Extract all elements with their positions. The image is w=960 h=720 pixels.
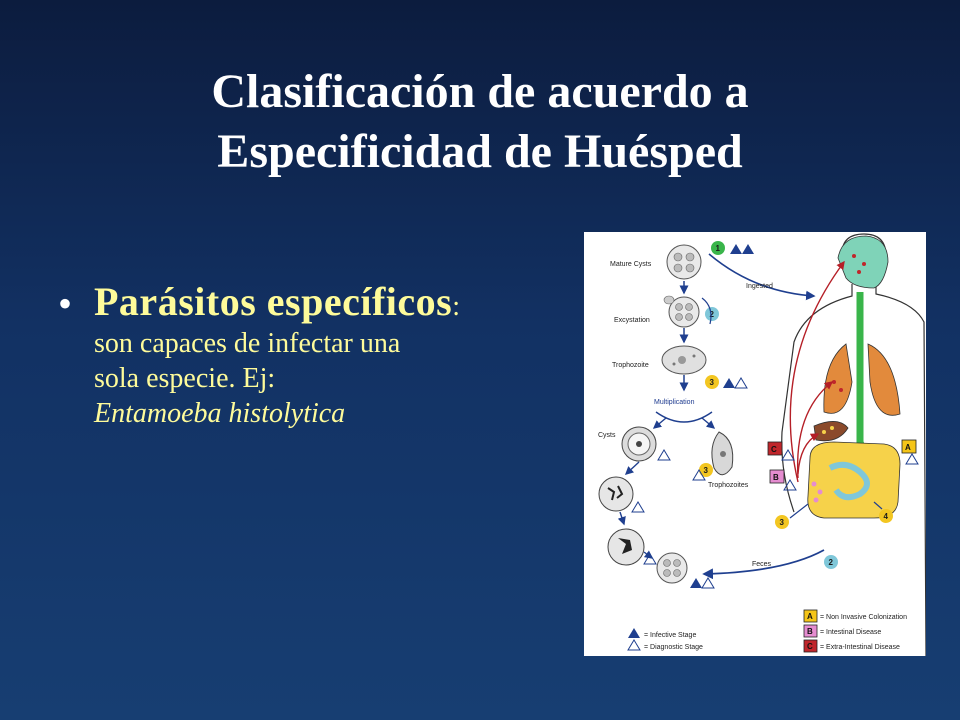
key-c-label: = Extra-Intestinal Disease [820,644,900,651]
to-liver-arrow [797,433,820,475]
bullet-text: Parásitos específicos: son capaces de in… [94,280,578,431]
bullet-body: son capaces de infectar una sola especie… [94,326,564,431]
cyst-quadrinucleate-icon [607,528,645,566]
bullet-dot-icon: • [58,281,73,326]
infective-stage-icon [723,378,735,388]
bullet-colon: : [452,291,460,322]
left-lung-icon [823,343,853,414]
step-3-badge-c: 3 [775,515,789,529]
infective-stage-icon [730,244,742,254]
ingested-arrow [708,253,816,301]
diagnostic-stage-icon [701,577,715,589]
arrow-to-mature-cyst-b [643,550,654,559]
label-trophozoites: Trophozoites [708,482,749,489]
label-excystation: Excystation [614,317,650,324]
svg-text:3: 3 [780,518,785,527]
arrow-to-quad-cyst [617,511,626,526]
step-2-badge-b: 2 [824,555,838,569]
diagnostic-stage-icon [742,244,754,254]
intestine-icon [807,441,901,519]
diagnostic-stage-icon [631,501,645,513]
legend-infective-label: = Infective Stage [644,632,696,639]
bullet-body-line-1: son capaces de infectar una [94,328,401,359]
step-3-badge-b: 3 [699,463,713,477]
bullet-block: • Parásitos específicos: son capaces de … [58,280,578,431]
slide-title: Clasificación de acuerdo a Especificidad… [0,62,960,182]
svg-text:2: 2 [710,310,715,319]
infective-stage-icon [690,578,702,588]
trophozoites-icon [711,431,734,476]
arrow-to-trophozoites [701,417,716,429]
small-intestine-icon [828,461,870,501]
to-lungs-arrow [796,381,834,479]
key-a-label: = Non Invasive Colonization [820,614,907,621]
cyst-binucleate-icon [598,476,634,512]
diagnostic-stage-icon [643,553,657,565]
cyst-icon [621,426,657,462]
pointer-line-3 [789,503,809,519]
title-line-1: Clasificación de acuerdo a [211,65,749,118]
feces-arrow [702,549,825,580]
label-ingested: Ingested [746,283,773,290]
label-multiplication: Multiplication [654,399,695,406]
diagnostic-stage-icon [905,453,919,465]
title-line-2: Especificidad de Huésped [217,125,743,178]
label-trophozoite: Trophozoite [612,362,649,369]
arrow-cyst-maturation [624,461,640,475]
diagnostic-stage-icon [781,449,795,461]
key-legend: A = Non Invasive Colonization B = Intest… [803,609,907,653]
key-c-marker: C [767,441,783,456]
multiplication-branch [655,411,713,423]
svg-text:C: C [807,642,813,651]
label-cysts: Cysts [598,432,616,439]
svg-text:B: B [773,473,779,482]
step-3-badge: 3 [705,375,719,389]
label-feces: Feces [752,561,772,568]
svg-text:1: 1 [716,244,721,253]
legend-infective-icon [628,628,640,638]
human-body-icon [781,233,926,656]
mature-cyst-icon [666,244,702,280]
trophozoite-icon [661,345,707,375]
diagnostic-stage-icon [734,377,748,389]
key-b-marker: B [769,469,785,484]
svg-text:4: 4 [884,512,889,521]
key-b-label: = Intestinal Disease [820,629,881,636]
to-brain-arrow [789,260,845,483]
step-2-badge: 2 [705,307,719,321]
svg-text:3: 3 [704,466,709,475]
right-lung-icon [867,343,901,416]
arrow-to-cysts [652,417,667,429]
svg-text:A: A [807,612,813,621]
key-a-marker: A [901,439,917,454]
svg-text:3: 3 [710,378,715,387]
life-cycle-diagram: Mature Cysts 1 Excystation 2 [598,233,926,656]
diagnostic-stage-icon [783,479,797,491]
svg-text:2: 2 [829,558,834,567]
svg-text:B: B [807,627,813,636]
excystation-loop-arrow [701,297,712,325]
brain-icon [837,235,889,289]
svg-text:A: A [905,443,911,452]
diagnostic-stage-icon [657,449,671,461]
legend-diagnostic-icon [627,639,641,651]
liver-icon [813,421,849,442]
bullet-item: • Parásitos específicos: son capaces de … [58,280,578,431]
excystation-icon [663,295,700,328]
life-cycle-figure: Mature Cysts 1 Excystation 2 [584,232,926,656]
bullet-heading: Parásitos específicos [94,279,453,324]
svg-text:C: C [771,445,777,454]
step-4-badge: 4 [879,509,893,523]
step-1-badge: 1 [711,241,725,255]
label-mature-cysts: Mature Cysts [610,261,652,268]
bullet-example-species: Entamoeba histolytica [94,398,346,429]
diagnostic-stage-icon [692,469,706,481]
pointer-line-4 [873,501,883,510]
legend-diagnostic-label: = Diagnostic Stage [644,644,703,651]
bullet-body-line-2: sola especie. Ej: [94,363,276,394]
mature-cyst-feces-icon [656,552,688,584]
